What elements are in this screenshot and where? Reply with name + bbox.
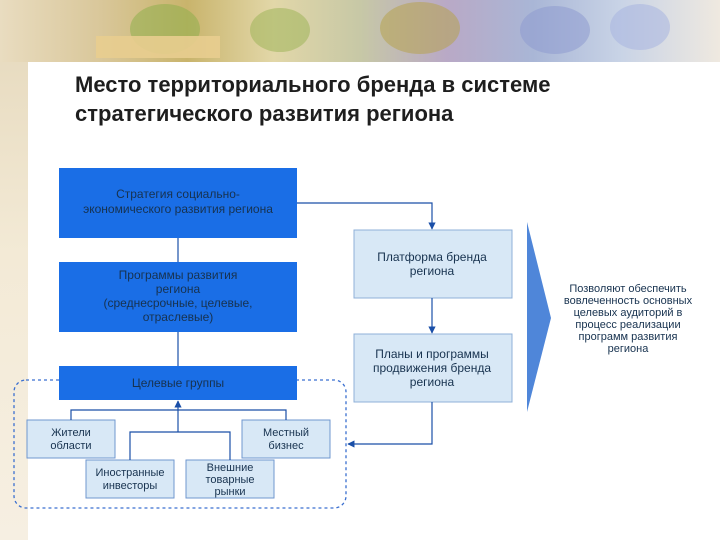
result-line-4: процесс реализации <box>575 319 680 331</box>
title-line-2: стратегического развития региона <box>75 101 454 126</box>
decorative-bar <box>96 36 220 58</box>
group-connectors <box>70 400 287 460</box>
programs-line-1: Программы развития <box>119 268 238 282</box>
local-business-line-1: Местный <box>263 427 309 439</box>
strategy-box <box>59 168 297 238</box>
strategy-line-2: экономического развития региона <box>83 202 273 216</box>
platform-line-2: региона <box>410 264 455 278</box>
result-line-5: программ развития <box>579 331 678 343</box>
plans-line-2: продвижения бренда <box>373 361 491 375</box>
investors-line-1: Иностранные <box>95 467 164 479</box>
group-residents-box <box>26 419 116 459</box>
flower-decoration <box>520 6 590 54</box>
target-groups-frame <box>13 379 347 509</box>
group-markets-box <box>185 459 275 499</box>
platform-box <box>353 229 513 299</box>
flower-decoration <box>610 4 670 50</box>
result-line-6: региона <box>608 343 650 355</box>
target-groups-label: Целевые группы <box>132 376 224 390</box>
result-chevron-arrow <box>527 222 551 412</box>
plans-line-3: региона <box>410 375 455 389</box>
strategy-line-1: Стратегия социально- <box>116 187 240 201</box>
investors-line-2: инвесторы <box>103 480 158 492</box>
programs-line-2: региона <box>156 282 201 296</box>
title-line-1: Место территориального бренда в системе <box>75 72 551 97</box>
group-local-business-box <box>241 419 331 459</box>
local-business-line-2: бизнес <box>268 440 304 452</box>
group-investors-box <box>85 459 175 499</box>
residents-line-2: области <box>50 440 91 452</box>
result-line-1: Позволяют обеспечить <box>569 283 687 295</box>
markets-line-3: рынки <box>214 486 245 498</box>
markets-line-2: товарные <box>205 474 254 486</box>
flow-arrows <box>297 202 436 448</box>
residents-line-1: Жители <box>51 427 91 439</box>
plans-line-1: Планы и программы <box>375 347 489 361</box>
markets-line-1: Внешние <box>207 462 254 474</box>
leaf-decoration <box>380 2 460 54</box>
result-line-2: вовлеченность основных <box>564 295 693 307</box>
programs-line-3: (среднесрочные, целевые, <box>103 296 252 310</box>
plans-box <box>353 333 513 403</box>
platform-line-1: Платформа бренда <box>377 250 487 264</box>
programs-line-4: отраслевые) <box>143 310 214 324</box>
slide-title: Место территориального бренда в системе … <box>75 70 705 128</box>
target-groups-box <box>59 366 297 400</box>
result-line-3: целевых аудиторий в <box>574 307 683 319</box>
leaf-decoration <box>250 8 310 52</box>
programs-box <box>59 262 297 332</box>
